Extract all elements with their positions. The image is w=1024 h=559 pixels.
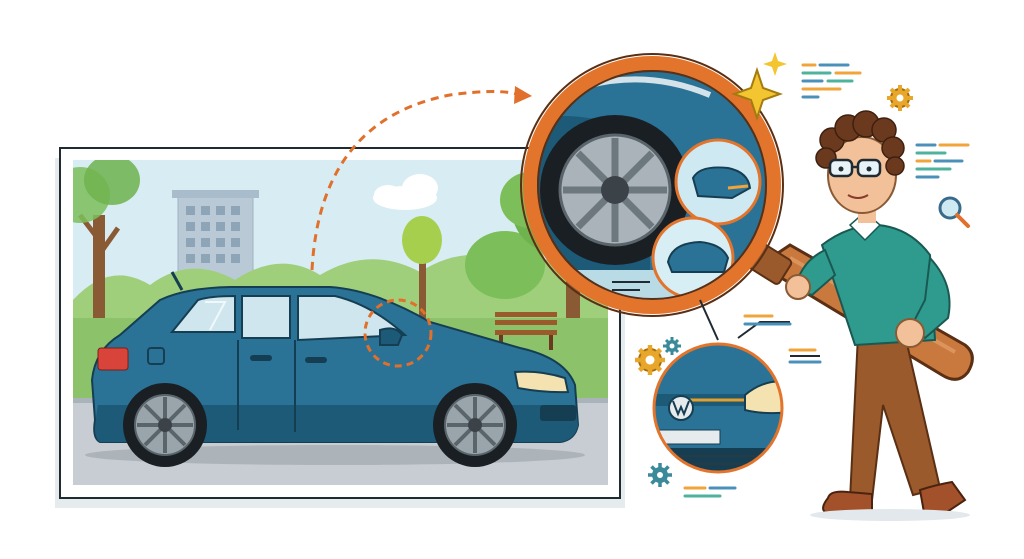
- code-lines-icon: [683, 486, 737, 498]
- mirror-highlight: [363, 298, 433, 368]
- mirror-inset-top: [674, 138, 762, 226]
- zoomed-wheel: [540, 115, 690, 265]
- annotation-lines: [743, 314, 822, 364]
- sparkle-icon: [730, 66, 784, 122]
- tree-middle: [402, 216, 442, 320]
- person: [785, 110, 967, 519]
- grille-detail: [652, 299, 820, 474]
- gear-icon: [663, 337, 681, 355]
- gear-icon: [648, 463, 672, 487]
- gear-icon: [635, 345, 665, 375]
- rear-wheel: [123, 383, 207, 467]
- search-icon: [938, 196, 970, 228]
- magnifier: [520, 52, 974, 381]
- car: [90, 271, 580, 467]
- front-wheel: [433, 383, 517, 467]
- cloud: [373, 174, 438, 210]
- tree-left: [73, 160, 140, 320]
- gear-icon: [887, 85, 913, 111]
- sparkle-icon: [763, 52, 787, 76]
- code-lines-icon: [915, 143, 970, 179]
- mirror-inset-bottom: [651, 216, 735, 300]
- dashed-arrow: [310, 86, 532, 271]
- person-shadow: [810, 509, 970, 521]
- code-lines-icon: [801, 63, 862, 99]
